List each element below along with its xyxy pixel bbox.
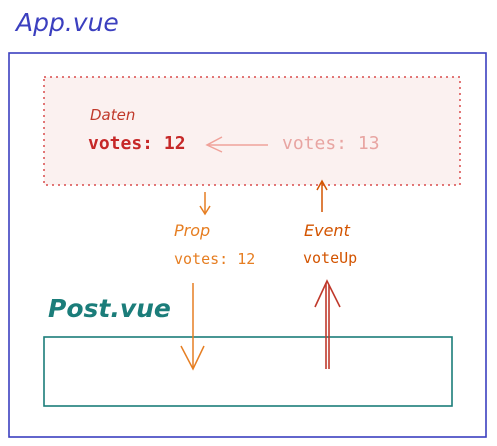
event-value: voteUp	[303, 249, 358, 267]
data-box	[43, 76, 461, 186]
prop-label: Prop	[174, 221, 211, 240]
post-component-box	[43, 336, 453, 407]
app-component-box	[8, 52, 487, 438]
votes-current-value: votes: 12	[88, 133, 186, 154]
prop-small-arrow	[199, 192, 211, 216]
update-arrow	[205, 136, 268, 153]
data-label: Daten	[90, 106, 136, 124]
app-title: App.vue	[16, 8, 119, 37]
prop-down-arrow	[180, 283, 205, 371]
event-label: Event	[304, 221, 350, 240]
post-title: Post.vue	[48, 294, 171, 323]
votes-next-value: votes: 13	[282, 133, 380, 154]
event-up-arrow	[314, 279, 341, 369]
prop-value: votes: 12	[174, 250, 256, 268]
event-small-arrow	[316, 179, 328, 212]
